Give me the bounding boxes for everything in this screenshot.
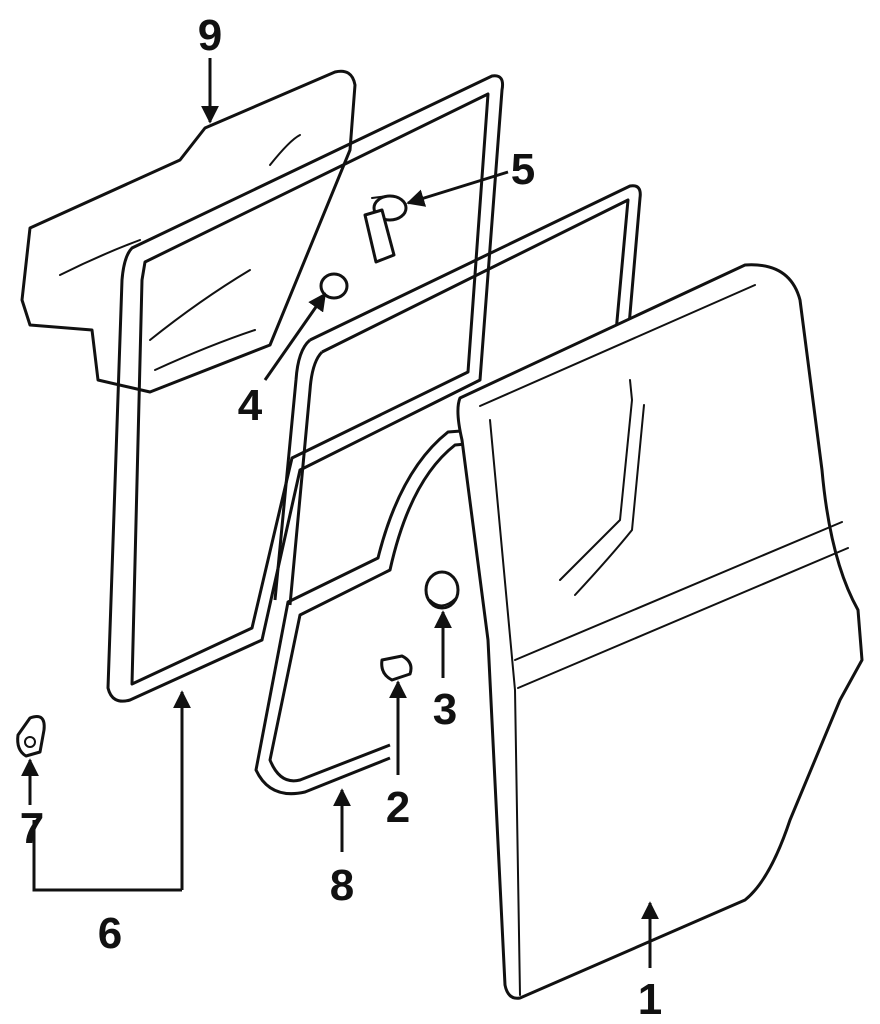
bumper-part-3 (424, 570, 460, 610)
plug-part-2 (380, 654, 413, 682)
callout-5: 5 (511, 145, 535, 194)
callout-4: 4 (238, 381, 263, 430)
callout-6: 6 (98, 909, 122, 958)
callout-3: 3 (433, 685, 457, 734)
door-shell-part-1 (456, 263, 864, 1000)
callout-1: 1 (638, 975, 662, 1024)
weatherstrip-part-6 (106, 74, 504, 703)
clip-part-7 (16, 715, 46, 758)
callout-8: 8 (330, 861, 354, 910)
clip-part-5 (363, 194, 408, 264)
plug-part-4 (319, 272, 349, 300)
leader-lines (21, 58, 659, 968)
callout-9: 9 (198, 11, 222, 60)
callout-2: 2 (386, 783, 410, 832)
water-shield-part-9 (20, 69, 357, 394)
callout-7: 7 (20, 804, 44, 853)
door-seal-part-8 (254, 184, 642, 796)
